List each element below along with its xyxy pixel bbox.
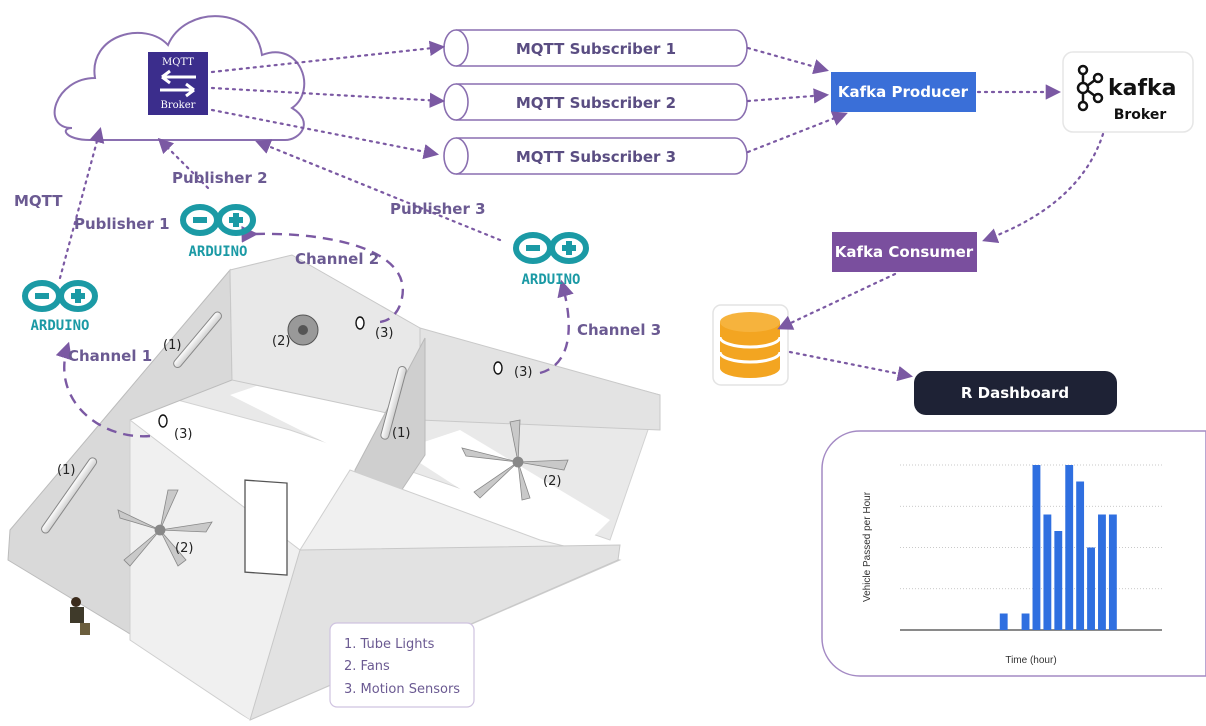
channel-1-label: Channel 1 <box>68 347 152 365</box>
subscriber-2[interactable]: MQTT Subscriber 2 <box>443 83 748 121</box>
publisher-labels: MQTT Publisher 1 Publisher 2 Publisher 3… <box>14 169 661 365</box>
channel-2-label: Channel 2 <box>295 250 379 268</box>
room-label-light-3: (1) <box>392 426 410 441</box>
flow-arrows <box>58 40 1105 382</box>
arduino-3-text: ARDUINO <box>521 272 580 288</box>
motion-sensor-icon <box>158 316 503 428</box>
kafka-producer[interactable]: Kafka Producer <box>831 72 976 112</box>
legend-item-motion-sensors: 3. Motion Sensors <box>344 682 460 697</box>
subscriber-3-label: MQTT Subscriber 3 <box>516 148 676 166</box>
chart-bar <box>1065 465 1074 630</box>
chart-bar <box>1021 613 1030 630</box>
subscriber-1[interactable]: MQTT Subscriber 1 <box>443 29 748 67</box>
database-icon <box>712 304 789 386</box>
arrow-right-icon <box>160 82 195 98</box>
r-dashboard-button[interactable]: R Dashboard <box>914 371 1117 415</box>
broker-line2: Broker <box>161 100 196 111</box>
room-label-sensor-1: (3) <box>174 427 192 442</box>
chart-y-axis-label: Vehicle Passed per Hour <box>862 491 873 602</box>
wall-fan-icon <box>287 314 319 346</box>
tube-light-icon <box>41 311 407 534</box>
chart-bar <box>1076 481 1085 630</box>
arduino-logo-icon <box>180 204 256 236</box>
arduino-3[interactable]: ARDUINO <box>513 232 589 288</box>
chart-bar <box>1108 514 1117 630</box>
chart-bars <box>999 465 1117 630</box>
legend-item-tube-lights: 1. Tube Lights <box>344 637 435 652</box>
chart-grid <box>900 464 1162 631</box>
chart-bar <box>999 613 1008 630</box>
floor-plan <box>7 254 661 726</box>
channel-paths <box>55 225 574 438</box>
room-label-fan-3: (2) <box>543 474 561 489</box>
arduino-1[interactable]: ARDUINO <box>22 280 98 334</box>
room-label-fan-2: (2) <box>175 541 193 556</box>
arduino-logo-icon <box>513 232 589 264</box>
chart-bar <box>1043 514 1052 630</box>
room-label-fan-1: (2) <box>272 334 290 349</box>
arrow-left-icon <box>161 69 196 85</box>
subscriber-1-label: MQTT Subscriber 1 <box>516 40 676 58</box>
room-label-sensor-2: (3) <box>375 326 393 341</box>
room-label-light-2: (1) <box>57 463 75 478</box>
chart-x-axis-label: Time (hour) <box>1005 655 1056 666</box>
mqtt-label: MQTT <box>14 192 63 210</box>
room-label-light-1: (1) <box>163 338 181 353</box>
chart-bar <box>1087 547 1095 630</box>
room-labels: (1) (1) (1) (2) (2) (2) (3) (3) (3) <box>57 326 561 556</box>
kafka-logo-text: kafka <box>1108 76 1177 101</box>
publisher-3-label: Publisher 3 <box>390 200 486 218</box>
broker-line1: MQTT <box>162 57 194 68</box>
mqtt-broker-icon[interactable]: MQTT Broker <box>148 52 208 115</box>
kafka-producer-label: Kafka Producer <box>838 83 969 101</box>
door <box>244 479 288 576</box>
person-icon <box>70 597 90 635</box>
kafka-broker-label: Broker <box>1114 107 1167 123</box>
kafka-consumer-label: Kafka Consumer <box>835 243 974 261</box>
subscriber-3[interactable]: MQTT Subscriber 3 <box>443 137 748 175</box>
ceiling-fan-icon <box>117 419 569 567</box>
legend: 1. Tube Lights 2. Fans 3. Motion Sensors <box>329 622 475 708</box>
channel-3-label: Channel 3 <box>577 321 661 339</box>
publisher-1-label: Publisher 1 <box>74 215 170 233</box>
chart-bar <box>1032 465 1041 630</box>
arduino-1-text: ARDUINO <box>30 318 89 334</box>
arduino-logo-icon <box>22 280 98 312</box>
kafka-logo-icon <box>1076 64 1104 112</box>
chart-bar <box>1054 531 1063 630</box>
legend-item-fans: 2. Fans <box>344 659 390 674</box>
kafka-broker[interactable]: kafka Broker <box>1062 51 1194 133</box>
kafka-consumer[interactable]: Kafka Consumer <box>832 232 977 272</box>
publisher-2-label: Publisher 2 <box>172 169 268 187</box>
arduino-2-text: ARDUINO <box>188 244 247 260</box>
arduino-2[interactable]: ARDUINO <box>180 204 256 260</box>
r-dashboard-label: R Dashboard <box>961 384 1069 402</box>
chart-bar <box>1098 514 1106 630</box>
subscriber-2-label: MQTT Subscriber 2 <box>516 94 676 112</box>
chart-panel: Vehicle Passed per Hour Time (hour) <box>821 430 1206 677</box>
room-label-sensor-3: (3) <box>514 365 532 380</box>
